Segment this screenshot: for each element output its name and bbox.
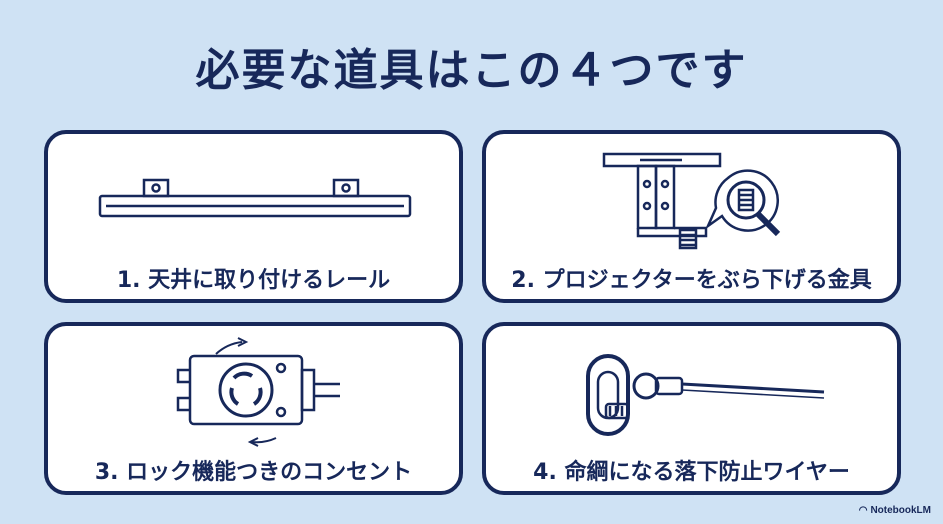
tool-card-rail: 1. 天井に取り付けるレール (44, 130, 463, 303)
page-title: 必要な道具はこの４つです (195, 45, 748, 96)
tool-card-wire: 4. 命綱になる落下防止ワイヤー (482, 322, 901, 495)
locking-outlet-icon (176, 337, 340, 447)
notebooklm-logo-icon: ◠ (858, 505, 868, 516)
tool-label-wire: 4. 命綱になる落下防止ワイヤー (533, 460, 850, 485)
safety-wire-icon (586, 354, 825, 436)
brand-name: NotebookLM (870, 505, 931, 516)
tool-label-bracket: 2. プロジェクターをぶら下げる金具 (511, 268, 872, 293)
tool-card-outlet: 3. ロック機能つきのコンセント (44, 322, 463, 495)
brand-mark: ◠NotebookLM (859, 505, 931, 516)
tool-label-outlet: 3. ロック機能つきのコンセント (94, 460, 413, 485)
tool-label-rail: 1. 天井に取り付けるレール (116, 268, 391, 293)
bracket-icon (602, 152, 781, 250)
tool-card-bracket: 2. プロジェクターをぶら下げる金具 (482, 130, 901, 303)
ceiling-rail-icon (98, 178, 412, 218)
